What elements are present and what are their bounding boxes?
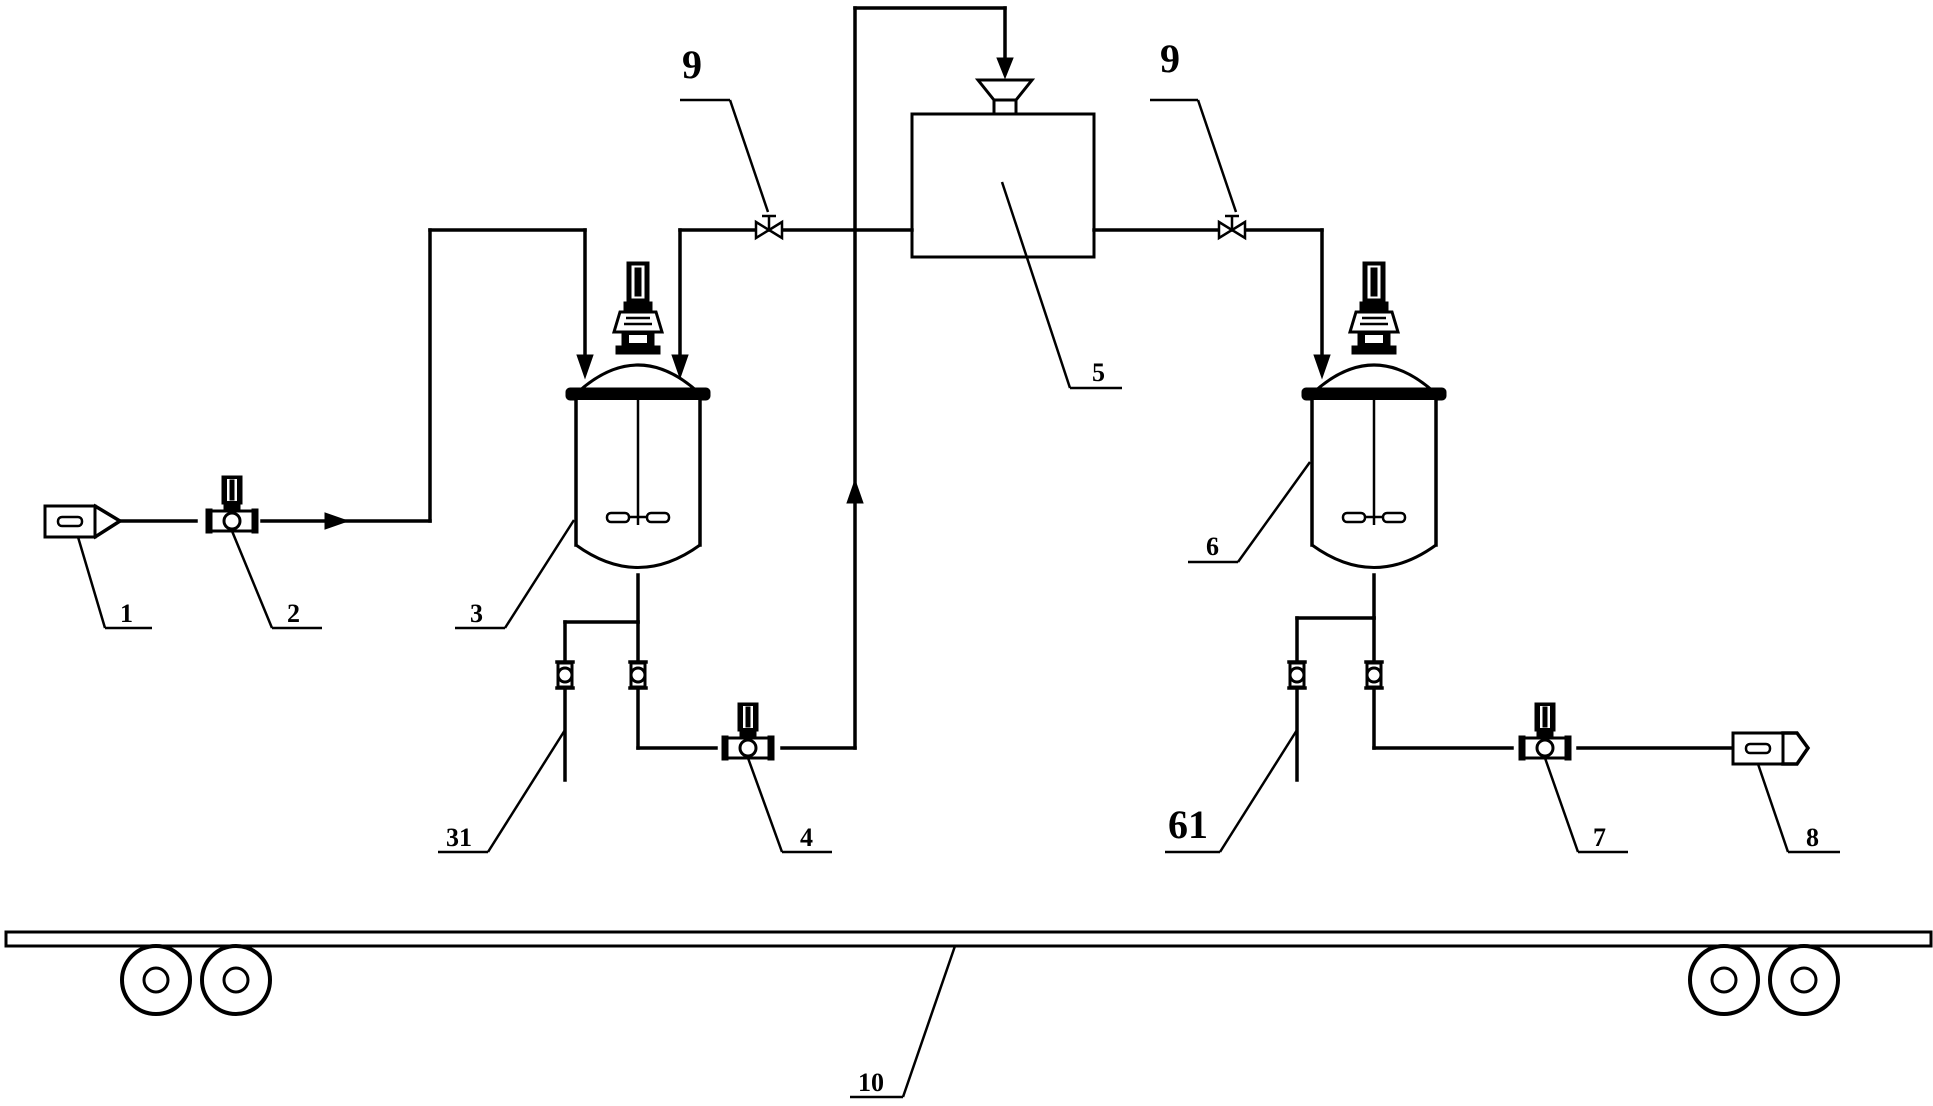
leader-lines [76,98,1840,1099]
label-10: 10 [858,1068,884,1097]
globe-valve-9-left [754,214,784,240]
label-6: 6 [1206,532,1219,561]
label-3: 3 [470,599,483,628]
globe-valve-9-right [1217,214,1247,240]
mixing-vessel-5 [910,78,1096,259]
label-8: 8 [1806,823,1819,852]
label-61: 61 [1168,802,1208,847]
transfer-pump-4 [720,701,776,762]
drain-valve-61 [1287,660,1307,690]
label-9-left: 9 [682,42,702,87]
feed-source-1 [43,503,124,540]
wheel [1688,944,1760,1016]
flow-arrow [846,478,864,504]
discharge-pump-7 [1517,701,1573,762]
reactor-6-outlet-piping [1295,573,1735,782]
feed-pipe [118,228,587,523]
label-7: 7 [1593,823,1606,852]
return-pipe-left [678,228,914,362]
flow-arrow [324,512,350,530]
flow-arrow [576,354,594,380]
label-31: 31 [446,823,472,852]
outlet-valve-3 [628,660,648,690]
product-receiver-8 [1731,731,1811,766]
feed-pump-2 [204,474,260,535]
wheel [1768,944,1840,1016]
reactor-3-outlet-piping [563,573,857,782]
wheel [120,944,192,1016]
label-4: 4 [800,823,813,852]
drain-valve-31 [555,660,575,690]
mobile-platform-10 [4,930,1933,1016]
riser-pipe [853,6,1007,750]
outlet-valve-6 [1364,660,1384,690]
label-9-right: 9 [1160,36,1180,81]
flow-arrow [996,57,1014,80]
flow-arrow [671,354,689,380]
reactor-tank-3 [565,260,711,569]
flow-arrow [1313,354,1331,380]
label-5: 5 [1092,358,1105,387]
reactor-tank-6 [1301,260,1447,569]
return-pipe-right [1092,228,1324,362]
label-2: 2 [287,599,300,628]
label-1: 1 [120,599,133,628]
wheel [200,944,272,1016]
